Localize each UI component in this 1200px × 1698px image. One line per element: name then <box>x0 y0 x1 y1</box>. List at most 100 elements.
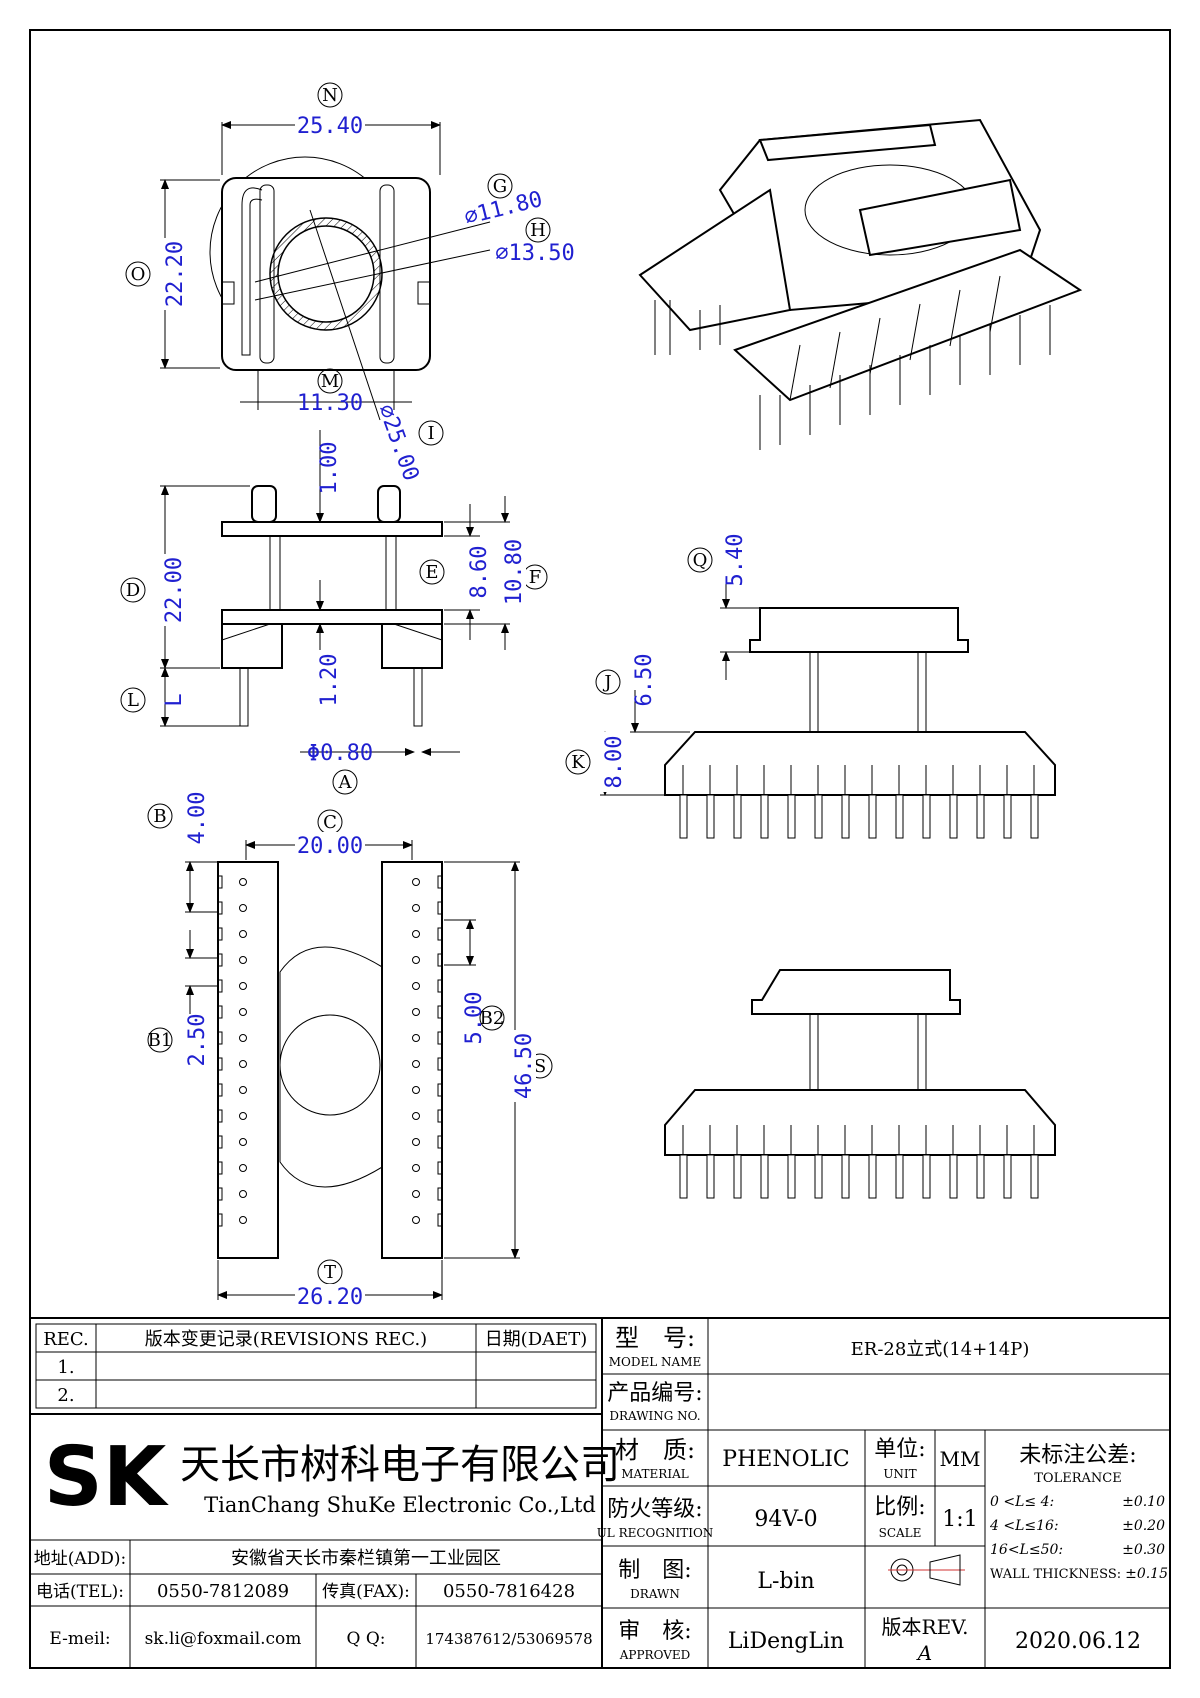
scale-label-cn: 比例: <box>874 1495 925 1520</box>
tolerance-label-cn: 未标注公差: <box>1019 1443 1136 1468</box>
pin-hole <box>412 1060 420 1068</box>
pin <box>706 1154 715 1199</box>
label-b1: B1 <box>148 1030 173 1051</box>
dim-b2: 5.00 <box>462 992 487 1045</box>
pin <box>1003 1154 1012 1199</box>
pin-hole <box>239 1112 247 1120</box>
label-n: N <box>322 85 338 106</box>
pin-hole <box>412 1190 420 1198</box>
pin <box>787 1154 796 1199</box>
pin-notch <box>437 1031 442 1045</box>
pin-hole <box>412 1138 420 1146</box>
addr-value: 安徽省天长市秦栏镇第一工业园区 <box>231 1548 501 1569</box>
material-label-cn: 材 质: <box>615 1436 695 1464</box>
pin-notch <box>437 1213 442 1227</box>
dim-top-gap: 1.00 <box>317 442 342 495</box>
pin-hole <box>239 1008 247 1016</box>
pin-notch <box>218 1057 223 1071</box>
rev-date-header: 日期(DAET) <box>485 1329 588 1350</box>
dim-q: 5.40 <box>723 534 748 587</box>
pin <box>949 794 958 839</box>
projection-symbol-icon <box>888 1554 965 1586</box>
unit-label-en: UNIT <box>883 1467 916 1481</box>
pin <box>868 794 877 839</box>
model-value: ER-28立式(14+14P) <box>851 1339 1030 1360</box>
pin-notch <box>437 1057 442 1071</box>
pin-notch <box>437 1083 442 1097</box>
unit-label-cn: 单位: <box>874 1437 925 1462</box>
wall-value: ±0.15 <box>1125 1566 1168 1582</box>
date-value: 2020.06.12 <box>1015 1629 1141 1654</box>
pin-notch <box>218 979 223 993</box>
pin-notch <box>437 1161 442 1175</box>
pin-notch <box>437 1005 442 1019</box>
dim-b: 4.00 <box>185 792 210 845</box>
qq-value: 174387612/53069578 <box>425 1630 592 1648</box>
label-o: O <box>131 264 146 285</box>
pin-notch <box>437 953 442 967</box>
pin-notch <box>437 875 442 889</box>
approved-label-en: APPROVED <box>619 1648 691 1662</box>
email-value: sk.li@foxmail.com <box>145 1629 302 1649</box>
pin-notch <box>218 1187 223 1201</box>
pin-hole <box>412 956 420 964</box>
dim-bottom-gap: 1.20 <box>317 654 342 707</box>
pin-notch <box>437 927 442 941</box>
pin <box>841 1154 850 1199</box>
pin-hole <box>239 1216 247 1224</box>
label-b: B <box>153 806 166 827</box>
dim-s: 46.50 <box>512 1033 537 1099</box>
tol-value-1: ±0.10 <box>1122 1494 1165 1510</box>
pin-hole <box>412 904 420 912</box>
label-e: E <box>425 562 438 583</box>
dim-k: 8.00 <box>602 736 627 789</box>
dim-a: Φ0.80 <box>307 741 373 766</box>
drawn-label-cn: 制 图: <box>618 1558 691 1583</box>
pin <box>733 794 742 839</box>
dim-j: 6.50 <box>632 654 657 707</box>
pin-notch <box>437 1109 442 1123</box>
company-name-cn: 天长市树科电子有限公司 <box>180 1442 620 1488</box>
label-h: H <box>530 220 546 241</box>
pin <box>814 794 823 839</box>
material-label-en: MATERIAL <box>621 1467 689 1481</box>
pin-notch <box>218 927 223 941</box>
pin-notch <box>218 1109 223 1123</box>
pin-notch <box>218 1213 223 1227</box>
scale-label-en: SCALE <box>879 1526 922 1540</box>
dim-i: ⌀25.00 <box>373 401 424 484</box>
pin-notch <box>437 979 442 993</box>
label-c: C <box>323 812 337 833</box>
label-q: Q <box>693 550 708 571</box>
dim-c: 20.00 <box>297 834 363 859</box>
tol-range-1: 0 <L≤ 4: <box>990 1494 1054 1510</box>
pin-notch <box>218 875 223 889</box>
pin-hole <box>239 1086 247 1094</box>
dim-d: 22.00 <box>162 557 187 623</box>
revision-label: 版本REV. <box>882 1615 969 1639</box>
label-t: T <box>324 1262 336 1283</box>
pin <box>1003 794 1012 839</box>
email-label: E-meil: <box>49 1629 110 1649</box>
pin <box>895 1154 904 1199</box>
pin <box>949 1154 958 1199</box>
pin-notch <box>218 1135 223 1149</box>
pin-hole <box>239 904 247 912</box>
dim-o: 22.20 <box>163 241 188 307</box>
pin <box>976 794 985 839</box>
pin-hole <box>412 930 420 938</box>
pin <box>922 1154 931 1199</box>
front-view-2 <box>664 969 1056 1199</box>
pin <box>760 794 769 839</box>
pin <box>976 1154 985 1199</box>
label-b2: B2 <box>480 1008 505 1029</box>
pin-hole <box>412 1086 420 1094</box>
pin-hole <box>239 1060 247 1068</box>
pin <box>733 1154 742 1199</box>
sheet-border <box>29 29 1171 1669</box>
approved-label-cn: 审 核: <box>618 1619 691 1644</box>
ul-value: 94V-0 <box>754 1507 817 1532</box>
pin-hole <box>239 1138 247 1146</box>
dim-t: 26.20 <box>297 1285 363 1310</box>
ul-label-en: UL RECOGNITION <box>597 1526 714 1540</box>
